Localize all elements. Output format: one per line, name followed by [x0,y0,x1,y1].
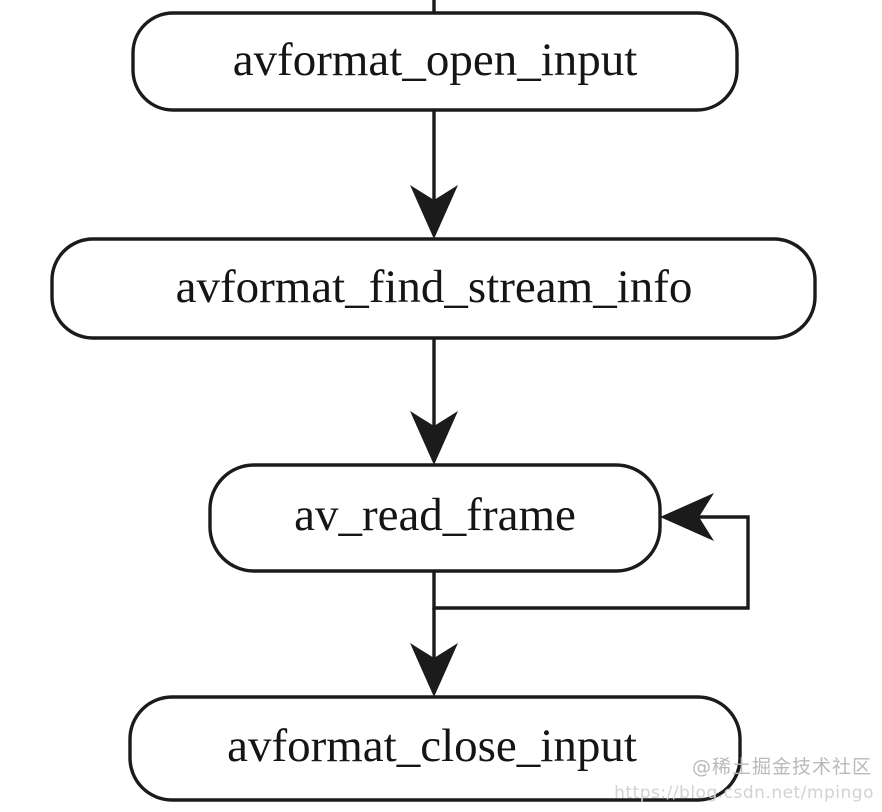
arrowhead-open-to-find [410,185,458,239]
edge-read-loop-back [432,515,750,610]
arrowhead-read-loop-back [660,493,714,541]
arrowhead-find-to-read [410,411,458,465]
node-avformat-close-input-box[interactable] [128,695,742,802]
node-av-read-frame[interactable]: av_read_frame [208,463,662,573]
node-avformat-open-input-box[interactable] [131,11,739,112]
node-avformat-close-input[interactable]: avformat_close_input [128,695,742,802]
node-avformat-find-stream-info[interactable]: avformat_find_stream_info [50,237,817,340]
node-avformat-close-input-label: avformat_close_input [227,720,637,772]
node-avformat-open-input[interactable]: avformat_open_input [131,11,739,112]
node-av-read-frame-label: av_read_frame [294,489,576,541]
watermark-site: @稀土掘金技术社区 [691,756,872,778]
node-avformat-find-stream-info-box[interactable] [50,237,817,340]
node-avformat-open-input-label: avformat_open_input [233,34,638,86]
watermark-url: https://blog.csdn.net/mpingo [614,783,874,803]
arrowhead-read-to-close [410,643,458,697]
node-av-read-frame-box[interactable] [208,463,662,573]
node-avformat-find-stream-info-label: avformat_find_stream_info [176,261,693,313]
